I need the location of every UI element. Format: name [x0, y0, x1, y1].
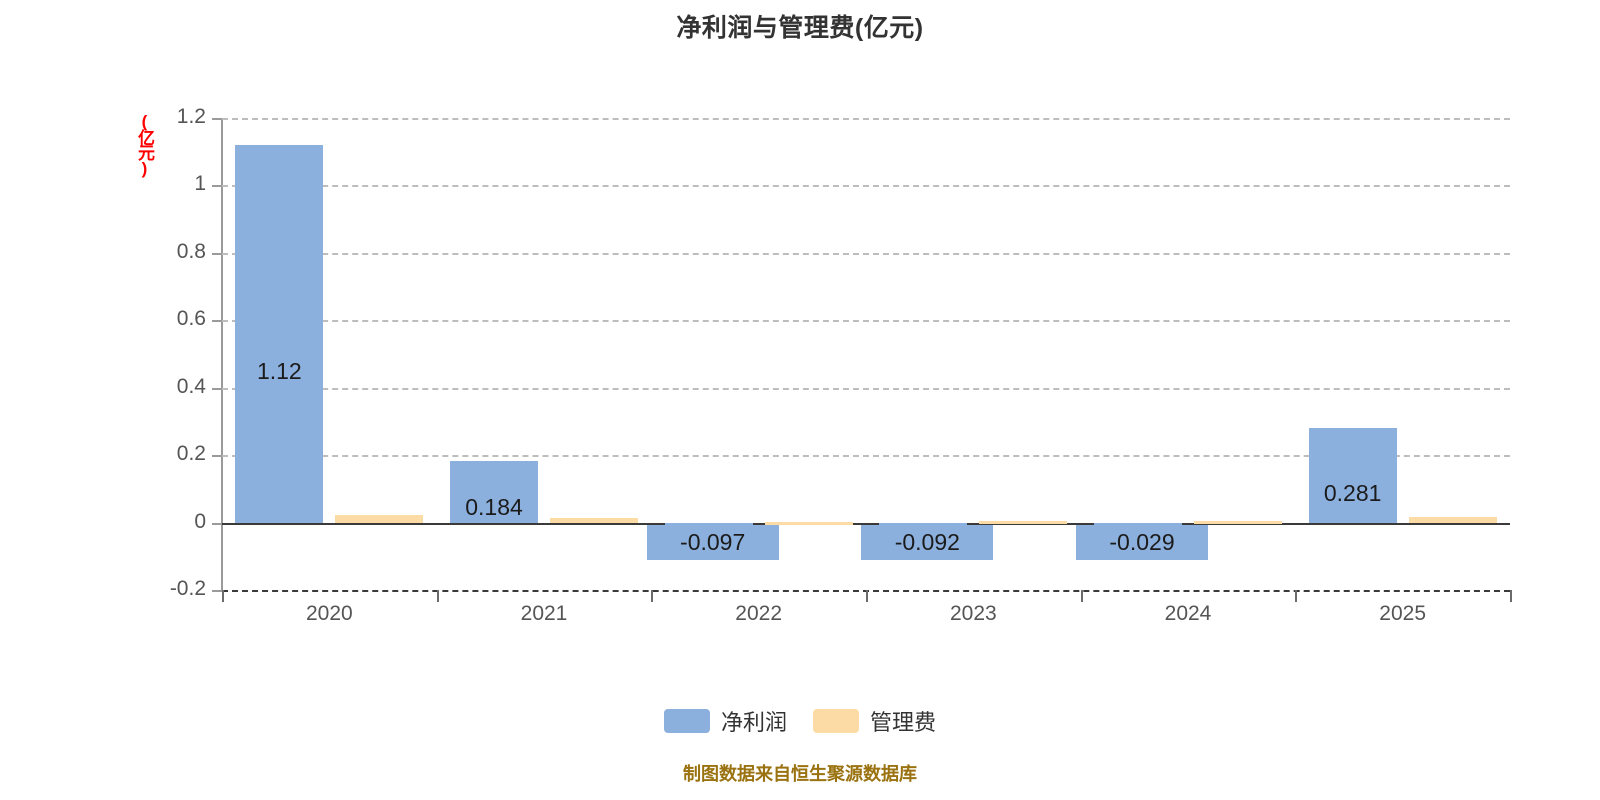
chart-legend: 净利润 管理费	[0, 705, 1600, 737]
y-axis-tick	[212, 522, 222, 525]
bar-net-profit[interactable]	[450, 460, 538, 523]
x-axis-tick-label: 2022	[735, 602, 783, 625]
gridline	[222, 185, 1510, 188]
gridline	[222, 320, 1510, 323]
y-axis-tick-label: 0	[194, 509, 206, 533]
y-axis-unit-label: (亿元)	[135, 112, 154, 176]
y-axis-tick	[212, 387, 222, 390]
bar-value-label: 0.184	[465, 493, 523, 520]
x-axis-tick-label: 2023	[949, 602, 997, 625]
y-axis-tick-label: 0.6	[176, 307, 206, 331]
y-axis-tick	[212, 590, 222, 592]
y-axis-tick	[212, 118, 222, 120]
bar-admin-expense[interactable]	[1194, 520, 1282, 524]
bar-value-label: -0.029	[1076, 524, 1208, 560]
y-axis-tick	[212, 252, 222, 255]
plot-area: 1.12 0.184 -0.097 -0.092 -0.029 0.281	[222, 118, 1510, 590]
y-axis-tick-label: -0.2	[169, 577, 206, 600]
bar-admin-expense[interactable]	[550, 517, 638, 523]
x-axis-tick	[1295, 590, 1298, 602]
legend-item[interactable]: 管理费	[813, 705, 936, 737]
gridline	[222, 252, 1510, 255]
x-axis-tick	[1080, 590, 1083, 602]
y-axis-spine	[221, 118, 223, 590]
x-axis-tick	[222, 590, 224, 602]
y-axis-tick-label: 1.2	[176, 105, 206, 128]
y-axis-tick	[212, 455, 222, 458]
y-axis-tick	[212, 320, 222, 323]
page-title: 净利润与管理费(亿元)	[676, 14, 924, 42]
x-axis-tick-label: 2020	[305, 602, 353, 625]
x-axis-tick	[436, 590, 439, 602]
x-axis-tick	[651, 590, 654, 602]
legend-label: 净利润	[720, 710, 787, 735]
footer-note: 制图数据来自恒生聚源数据库	[683, 764, 917, 784]
y-axis-tick-label: 0.2	[176, 442, 206, 466]
y-axis-tick-label: 0.8	[176, 239, 206, 263]
y-axis-tick-label: 1	[194, 172, 206, 196]
legend-swatch-icon	[663, 709, 710, 733]
x-axis-tick-label: 2021	[520, 602, 568, 625]
x-axis-tick-label: 2024	[1164, 602, 1212, 625]
bar-value-label: 1.12	[256, 358, 302, 385]
bar-net-profit[interactable]	[235, 144, 324, 523]
y-axis-tick	[212, 185, 222, 188]
gridline	[222, 522, 1510, 525]
gridline	[222, 455, 1510, 458]
legend-item[interactable]: 净利润	[663, 705, 787, 737]
bar-admin-expense[interactable]	[335, 515, 424, 523]
gridline	[222, 387, 1510, 390]
gridline	[222, 118, 1510, 120]
y-axis-tick-label: 0.4	[176, 374, 206, 398]
bar-value-label: -0.097	[646, 524, 779, 560]
legend-label: 管理费	[870, 710, 937, 735]
bar-value-label: -0.092	[861, 524, 994, 560]
bar-admin-expense[interactable]	[1408, 516, 1497, 523]
bar-net-profit[interactable]	[1308, 427, 1397, 523]
x-axis-tick	[1510, 590, 1512, 602]
x-axis-tick	[866, 590, 868, 602]
x-axis-tick-label: 2025	[1379, 602, 1427, 625]
bar-value-label: 0.281	[1323, 479, 1382, 506]
bar-admin-expense[interactable]	[979, 521, 1068, 525]
bar-admin-expense[interactable]	[764, 521, 853, 525]
legend-swatch-icon	[813, 709, 859, 733]
